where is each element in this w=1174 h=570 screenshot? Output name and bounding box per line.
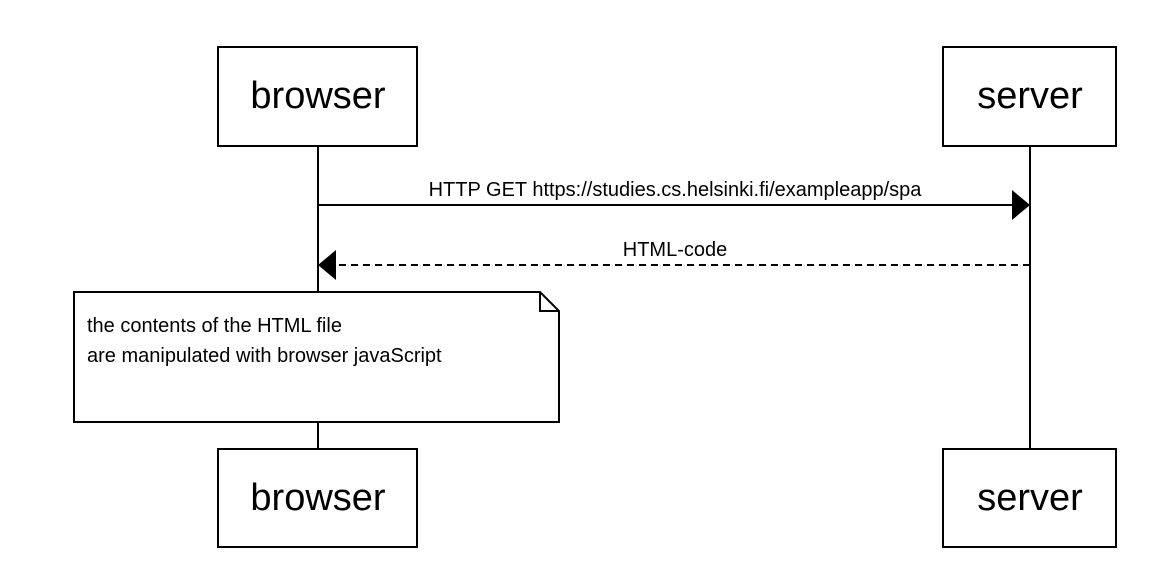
server-participant-top: server bbox=[942, 46, 1117, 147]
server-participant-bottom-label: server bbox=[977, 477, 1083, 519]
message-html-code-label: HTML-code bbox=[623, 239, 727, 261]
server-participant-top-label: server bbox=[977, 75, 1083, 117]
message-http-get: HTTP GET https://studies.cs.helsinki.fi/… bbox=[318, 179, 1030, 220]
note-box bbox=[73, 291, 560, 423]
note-line-2: are manipulated with browser javaScript bbox=[87, 345, 442, 367]
message-html-code-arrowhead bbox=[318, 250, 336, 280]
note-over-browser: the contents of the HTML file are manipu… bbox=[73, 291, 560, 423]
note-line-1: the contents of the HTML file bbox=[87, 315, 342, 337]
note-folded-corner bbox=[539, 292, 559, 312]
browser-participant-top-label: browser bbox=[250, 75, 385, 117]
message-http-get-label: HTTP GET https://studies.cs.helsinki.fi/… bbox=[429, 179, 923, 201]
server-participant-bottom: server bbox=[942, 448, 1117, 548]
browser-participant-top: browser bbox=[217, 46, 418, 147]
message-html-code: HTML-code bbox=[318, 239, 1030, 280]
browser-participant-bottom-label: browser bbox=[250, 477, 385, 519]
message-http-get-arrowhead bbox=[1012, 190, 1030, 220]
browser-participant-bottom: browser bbox=[217, 448, 418, 548]
